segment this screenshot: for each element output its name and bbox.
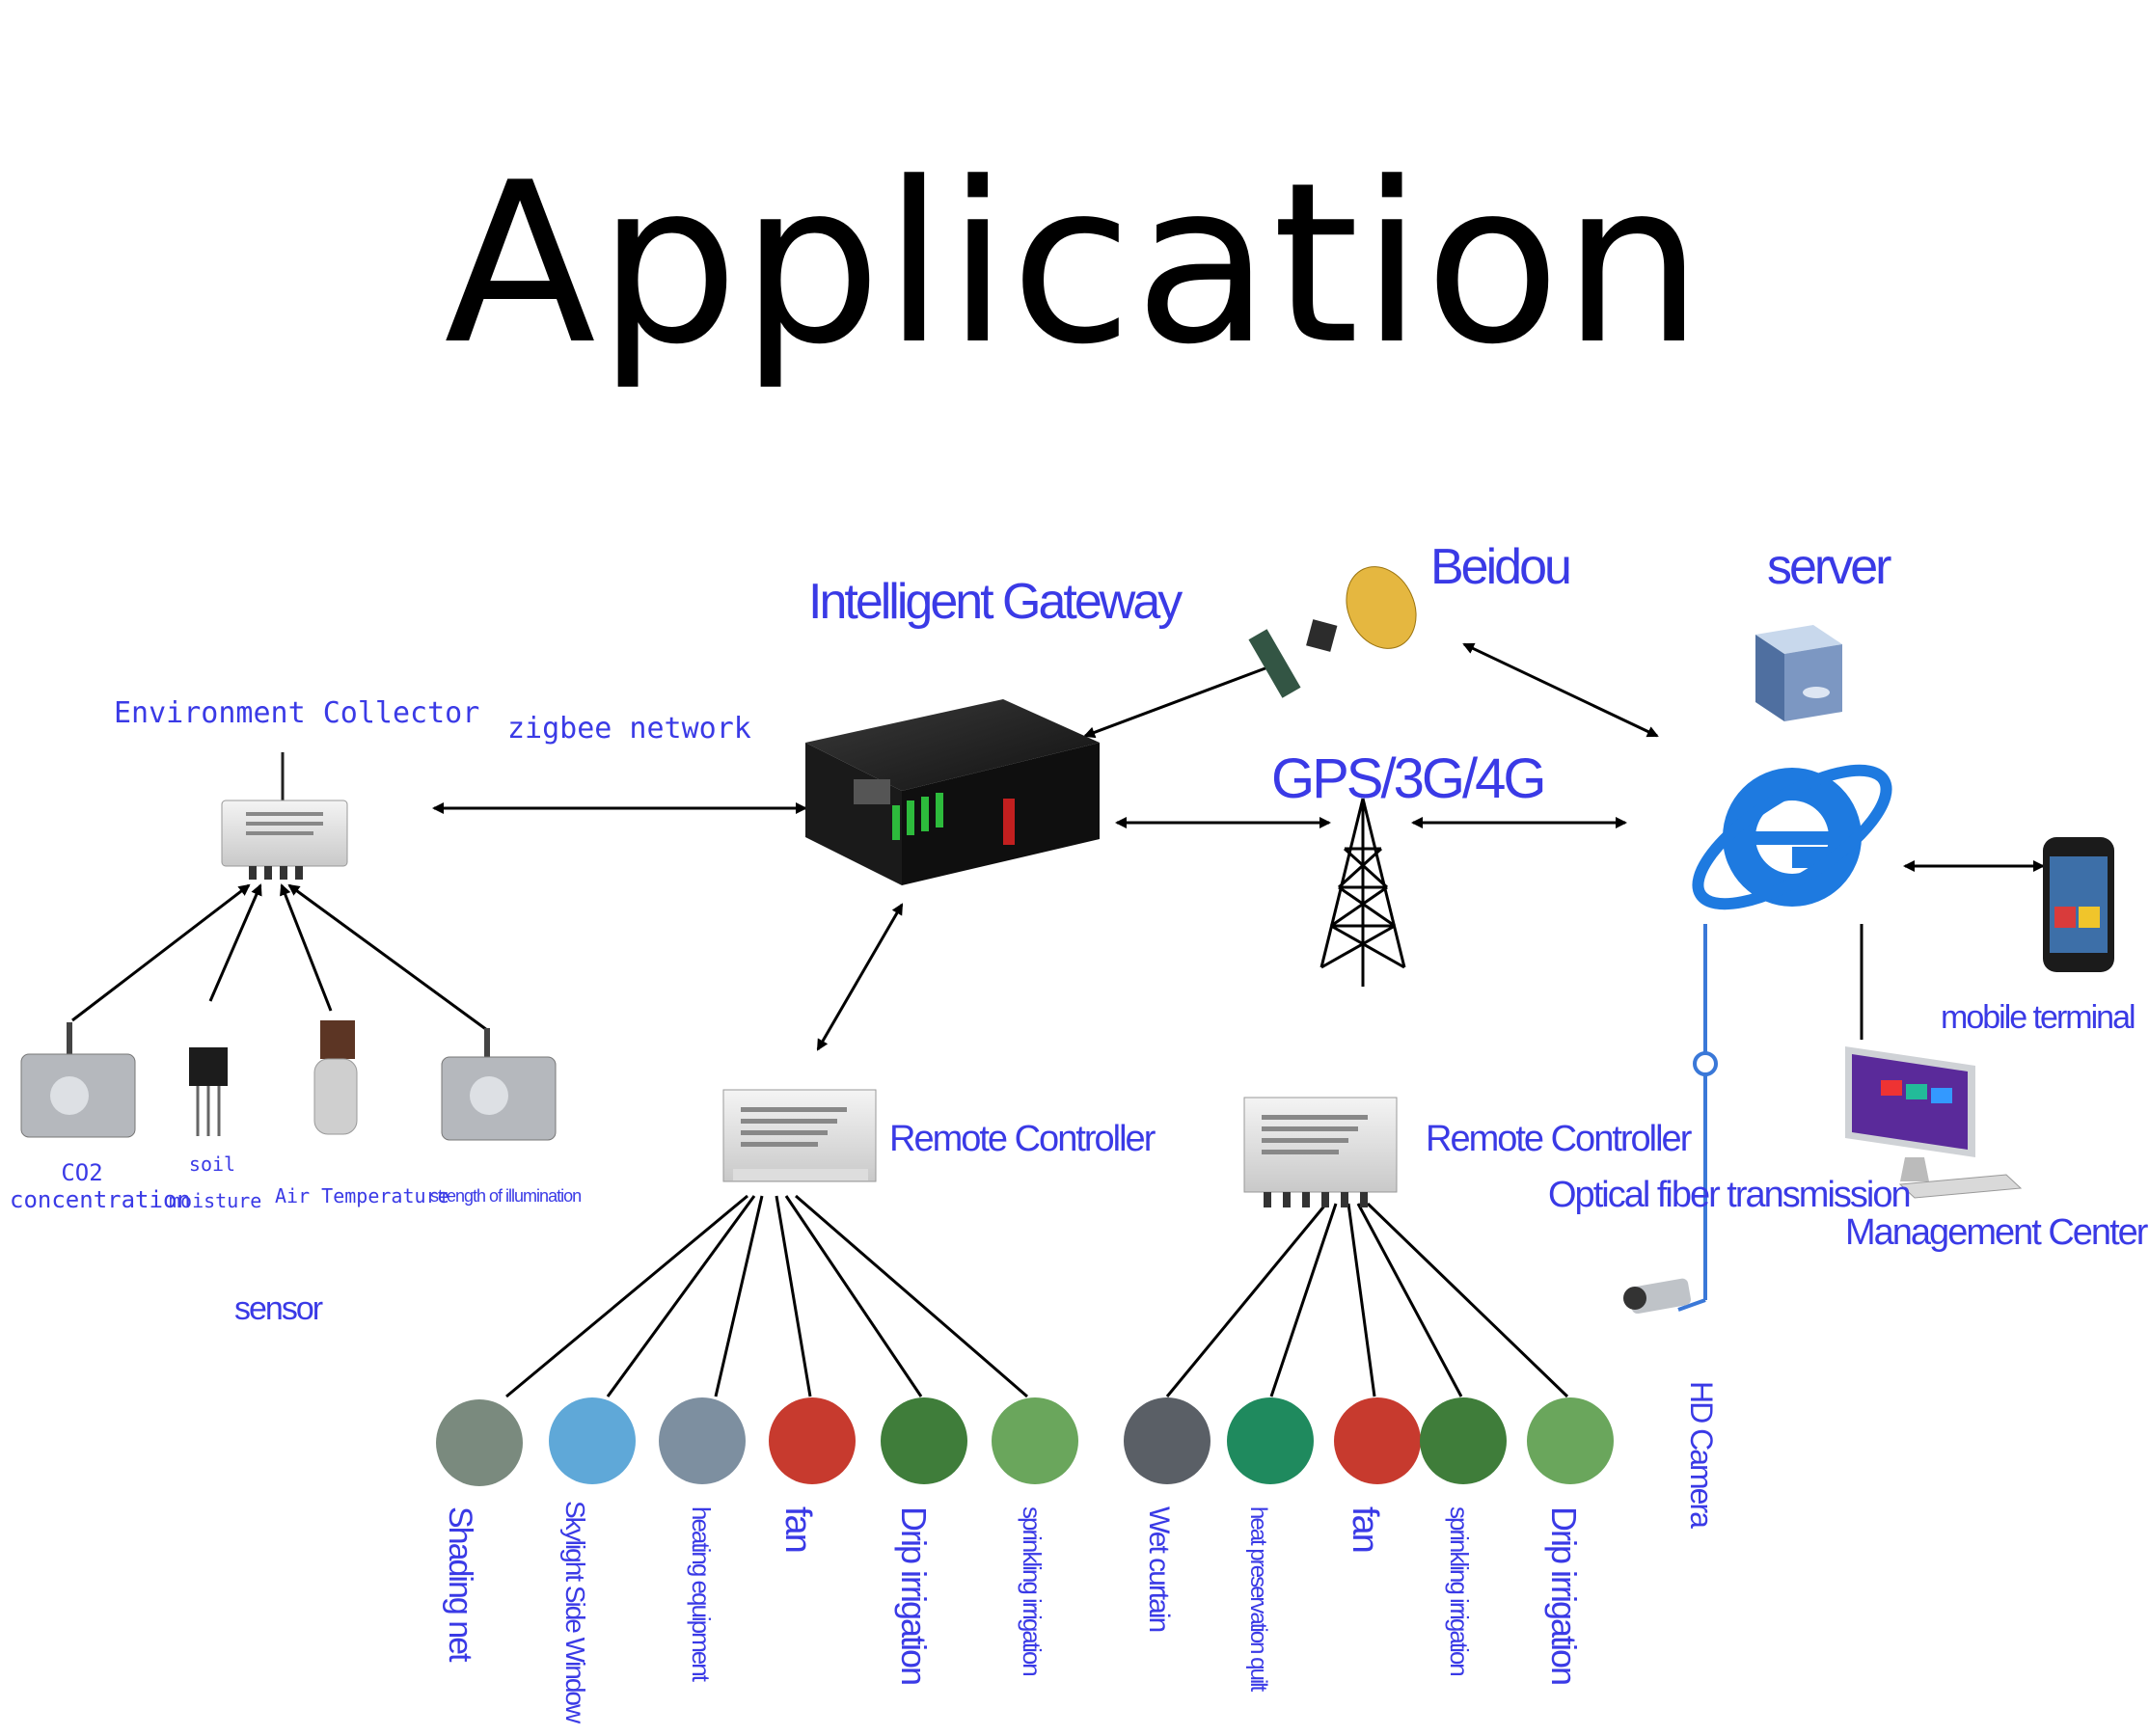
management-center-label: Management Center	[1845, 1212, 2148, 1253]
soil-moisture-sensor	[189, 1047, 228, 1136]
remote-controller-2	[1243, 1097, 1398, 1207]
environment-collector	[221, 752, 348, 880]
device-label-drip-2: Drip irrigation	[1544, 1506, 1584, 1685]
browser-icon	[1692, 764, 1892, 910]
sprinkling-irrigation-icon	[1420, 1397, 1507, 1484]
management-computer-icon	[1845, 1046, 2023, 1199]
environment-collector-label: Environment Collector	[114, 696, 480, 730]
fan-icon	[1334, 1397, 1421, 1484]
server-icon	[1755, 625, 1842, 721]
gateway-label: Intelligent Gateway	[808, 574, 1183, 630]
controller-lines	[505, 924, 1863, 1398]
beidou-satellite	[1248, 566, 1417, 698]
illumination-sensor	[441, 1028, 557, 1141]
device-label-sprinkling: sprinkling irrigation	[1018, 1506, 1047, 1675]
skylight-window-icon	[549, 1397, 636, 1484]
drip-irrigation-icon	[881, 1397, 967, 1484]
device-label-wet-curtain: Wet curtain	[1143, 1506, 1175, 1632]
gateway-router	[805, 699, 1100, 885]
device-label-fan-2: fan	[1345, 1506, 1385, 1552]
device-label-shading-net: Shading net	[442, 1506, 478, 1661]
cell-tower	[1319, 798, 1406, 987]
optical-fiber-label: Optical fiber transmission	[1548, 1175, 1912, 1215]
device-label-heat-quilt: heat preservation quilt	[1245, 1506, 1271, 1691]
mobile-terminal-label: mobile terminal	[1941, 999, 2136, 1036]
air-temperature-sensor	[313, 1020, 358, 1135]
sensor-label-air-temp: Air Temperature	[275, 1184, 449, 1207]
connection-arrows	[71, 642, 2045, 1051]
device-icons	[436, 1397, 1614, 1486]
remote-controller-1	[722, 1089, 877, 1182]
hd-camera-label: HD Camera	[1684, 1381, 1719, 1527]
device-label-fan: fan	[777, 1506, 818, 1552]
page-title: Application	[444, 136, 1705, 393]
mobile-phone-icon	[2043, 837, 2114, 972]
heating-equipment-icon	[659, 1397, 746, 1484]
wet-curtain-icon	[1124, 1397, 1211, 1484]
device-label-sprinkling-2: sprinkling irrigation	[1445, 1506, 1474, 1675]
heat-preservation-quilt-icon	[1227, 1397, 1314, 1484]
device-label-heating: heating equipment	[687, 1506, 716, 1680]
optical-fiber	[1677, 924, 1718, 1312]
sprinkling-irrigation-icon	[992, 1397, 1078, 1484]
shading-net-icon	[436, 1399, 523, 1486]
gps-label: GPS/3G/4G	[1271, 747, 1546, 810]
drip-irrigation-icon	[1527, 1397, 1614, 1484]
zigbee-label: zigbee network	[507, 712, 751, 746]
beidou-label: Beidou	[1430, 539, 1572, 595]
sensor-group-label: sensor	[234, 1290, 323, 1327]
sensor-label-illumination: strength of illumination	[430, 1186, 582, 1206]
remote-controller-2-label: Remote Controller	[1426, 1119, 1692, 1159]
device-label-drip: Drip irrigation	[894, 1506, 934, 1685]
remote-controller-1-label: Remote Controller	[889, 1119, 1156, 1159]
co2-sensor	[20, 1022, 136, 1138]
fan-icon	[769, 1397, 856, 1484]
server-label: server	[1767, 539, 1891, 595]
hd-camera-icon	[1623, 1278, 1691, 1315]
device-label-skylight: Skylight Side Window	[560, 1501, 590, 1722]
